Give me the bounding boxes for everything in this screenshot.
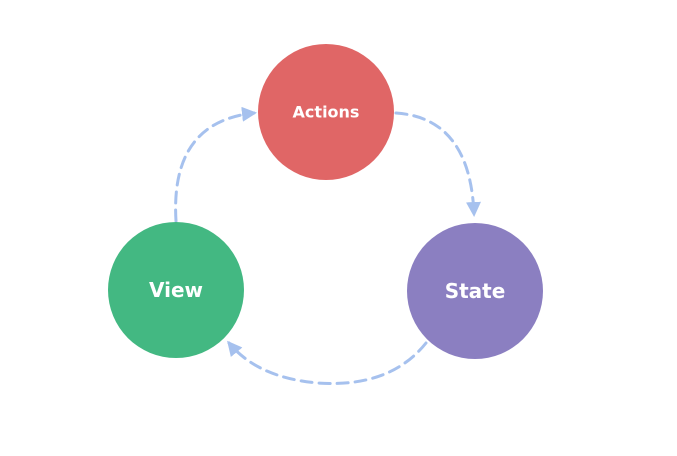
node-view-label: View [149, 278, 203, 302]
node-view: View [108, 222, 244, 358]
edge-actions-to-state [394, 111, 481, 217]
node-actions: Actions [258, 44, 394, 180]
node-actions-label: Actions [293, 103, 360, 122]
node-state-label: State [445, 279, 506, 303]
edge-view-to-actions [174, 106, 257, 223]
node-state: State [407, 223, 543, 359]
edge-state-to-view [227, 340, 428, 385]
